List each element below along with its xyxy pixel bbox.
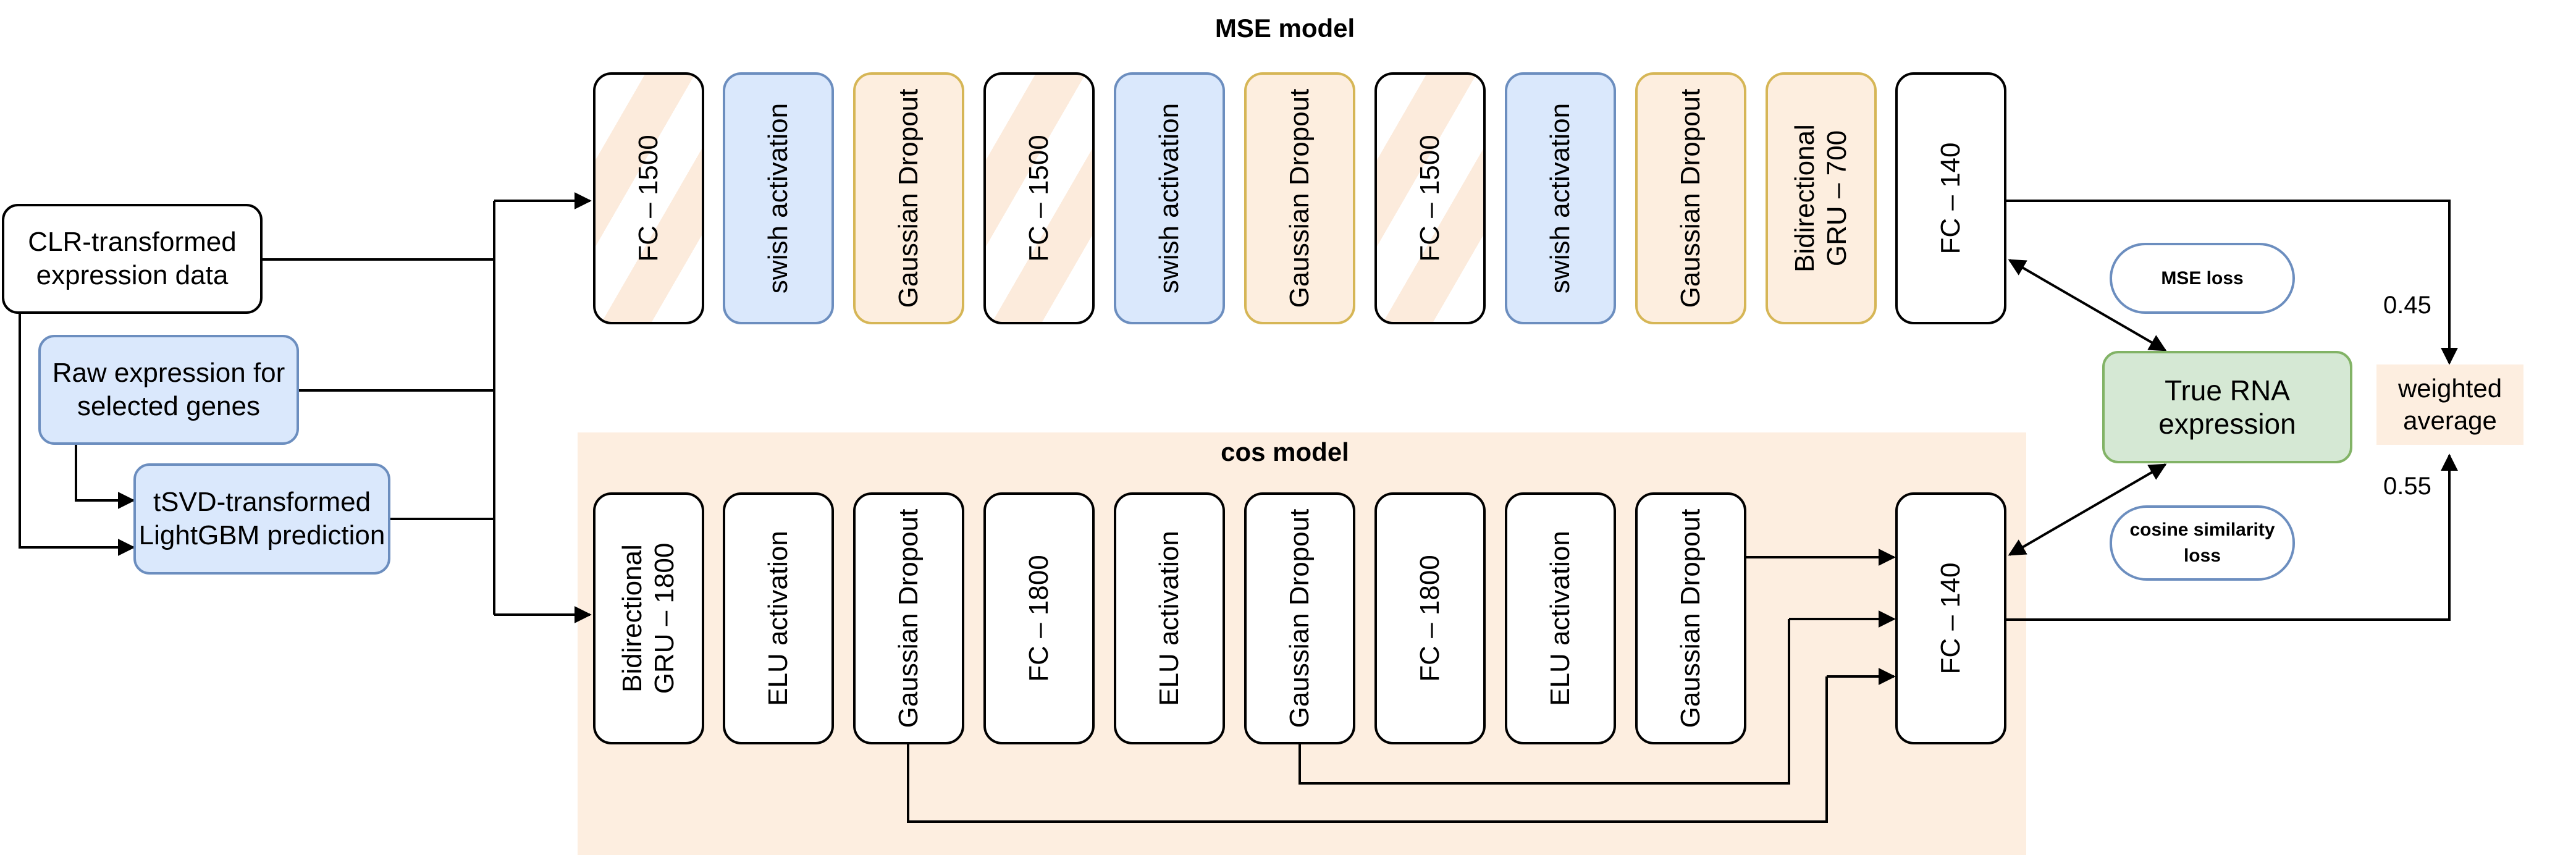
cos-layer-bidirectional-gru-1800: Bidirectional GRU – 1800 (593, 492, 704, 744)
cos-layer-elu-activation: ELU activation (723, 492, 834, 744)
mse-layer-gaussian-dropout: Gaussian Dropout (1244, 72, 1355, 324)
mse-loss-label: MSE loss (2110, 243, 2295, 314)
true-rna-expression: True RNA expression (2102, 351, 2352, 463)
mse-layer-gaussian-dropout: Gaussian Dropout (1635, 72, 1746, 324)
weight-cos: 0.55 (2383, 473, 2431, 500)
mse-layer-swish-activation: swish activation (1505, 72, 1616, 324)
weighted-average: weighted average (2376, 364, 2523, 445)
cos-layer-elu-activation: ELU activation (1505, 492, 1616, 744)
cos-layer-gaussian-dropout: Gaussian Dropout (853, 492, 964, 744)
input-tsvd-lightgbm: tSVD-transformed LightGBM prediction (133, 463, 390, 575)
mse-layer-fc-140: FC – 140 (1895, 72, 2006, 324)
weight-mse: 0.45 (2383, 292, 2431, 319)
mse-layer-fc-1500: FC – 1500 (593, 72, 704, 324)
mse-layer-swish-activation: swish activation (1114, 72, 1225, 324)
cos-layer-fc-140: FC – 140 (1895, 492, 2006, 744)
cos-model-title: cos model (1221, 437, 1349, 466)
cosine-similarity-loss-label: cosine similarity loss (2110, 505, 2295, 581)
mse-layer-bidirectional-gru-700: Bidirectional GRU – 700 (1766, 72, 1877, 324)
cos-layer-elu-activation: ELU activation (1114, 492, 1225, 744)
cos-layer-gaussian-dropout: Gaussian Dropout (1635, 492, 1746, 744)
input-raw-expression: Raw expression for selected genes (38, 335, 299, 445)
cos-layer-fc-1800: FC – 1800 (983, 492, 1095, 744)
cos-layer-fc-1800: FC – 1800 (1374, 492, 1486, 744)
mse-layer-swish-activation: swish activation (723, 72, 834, 324)
cos-layer-gaussian-dropout: Gaussian Dropout (1244, 492, 1355, 744)
mse-layer-fc-1500: FC – 1500 (983, 72, 1095, 324)
mse-layer-gaussian-dropout: Gaussian Dropout (853, 72, 964, 324)
input-clr-expression: CLR-transformed expression data (2, 204, 263, 314)
mse-model-title: MSE model (1214, 14, 1355, 43)
mse-layer-fc-1500: FC – 1500 (1374, 72, 1486, 324)
